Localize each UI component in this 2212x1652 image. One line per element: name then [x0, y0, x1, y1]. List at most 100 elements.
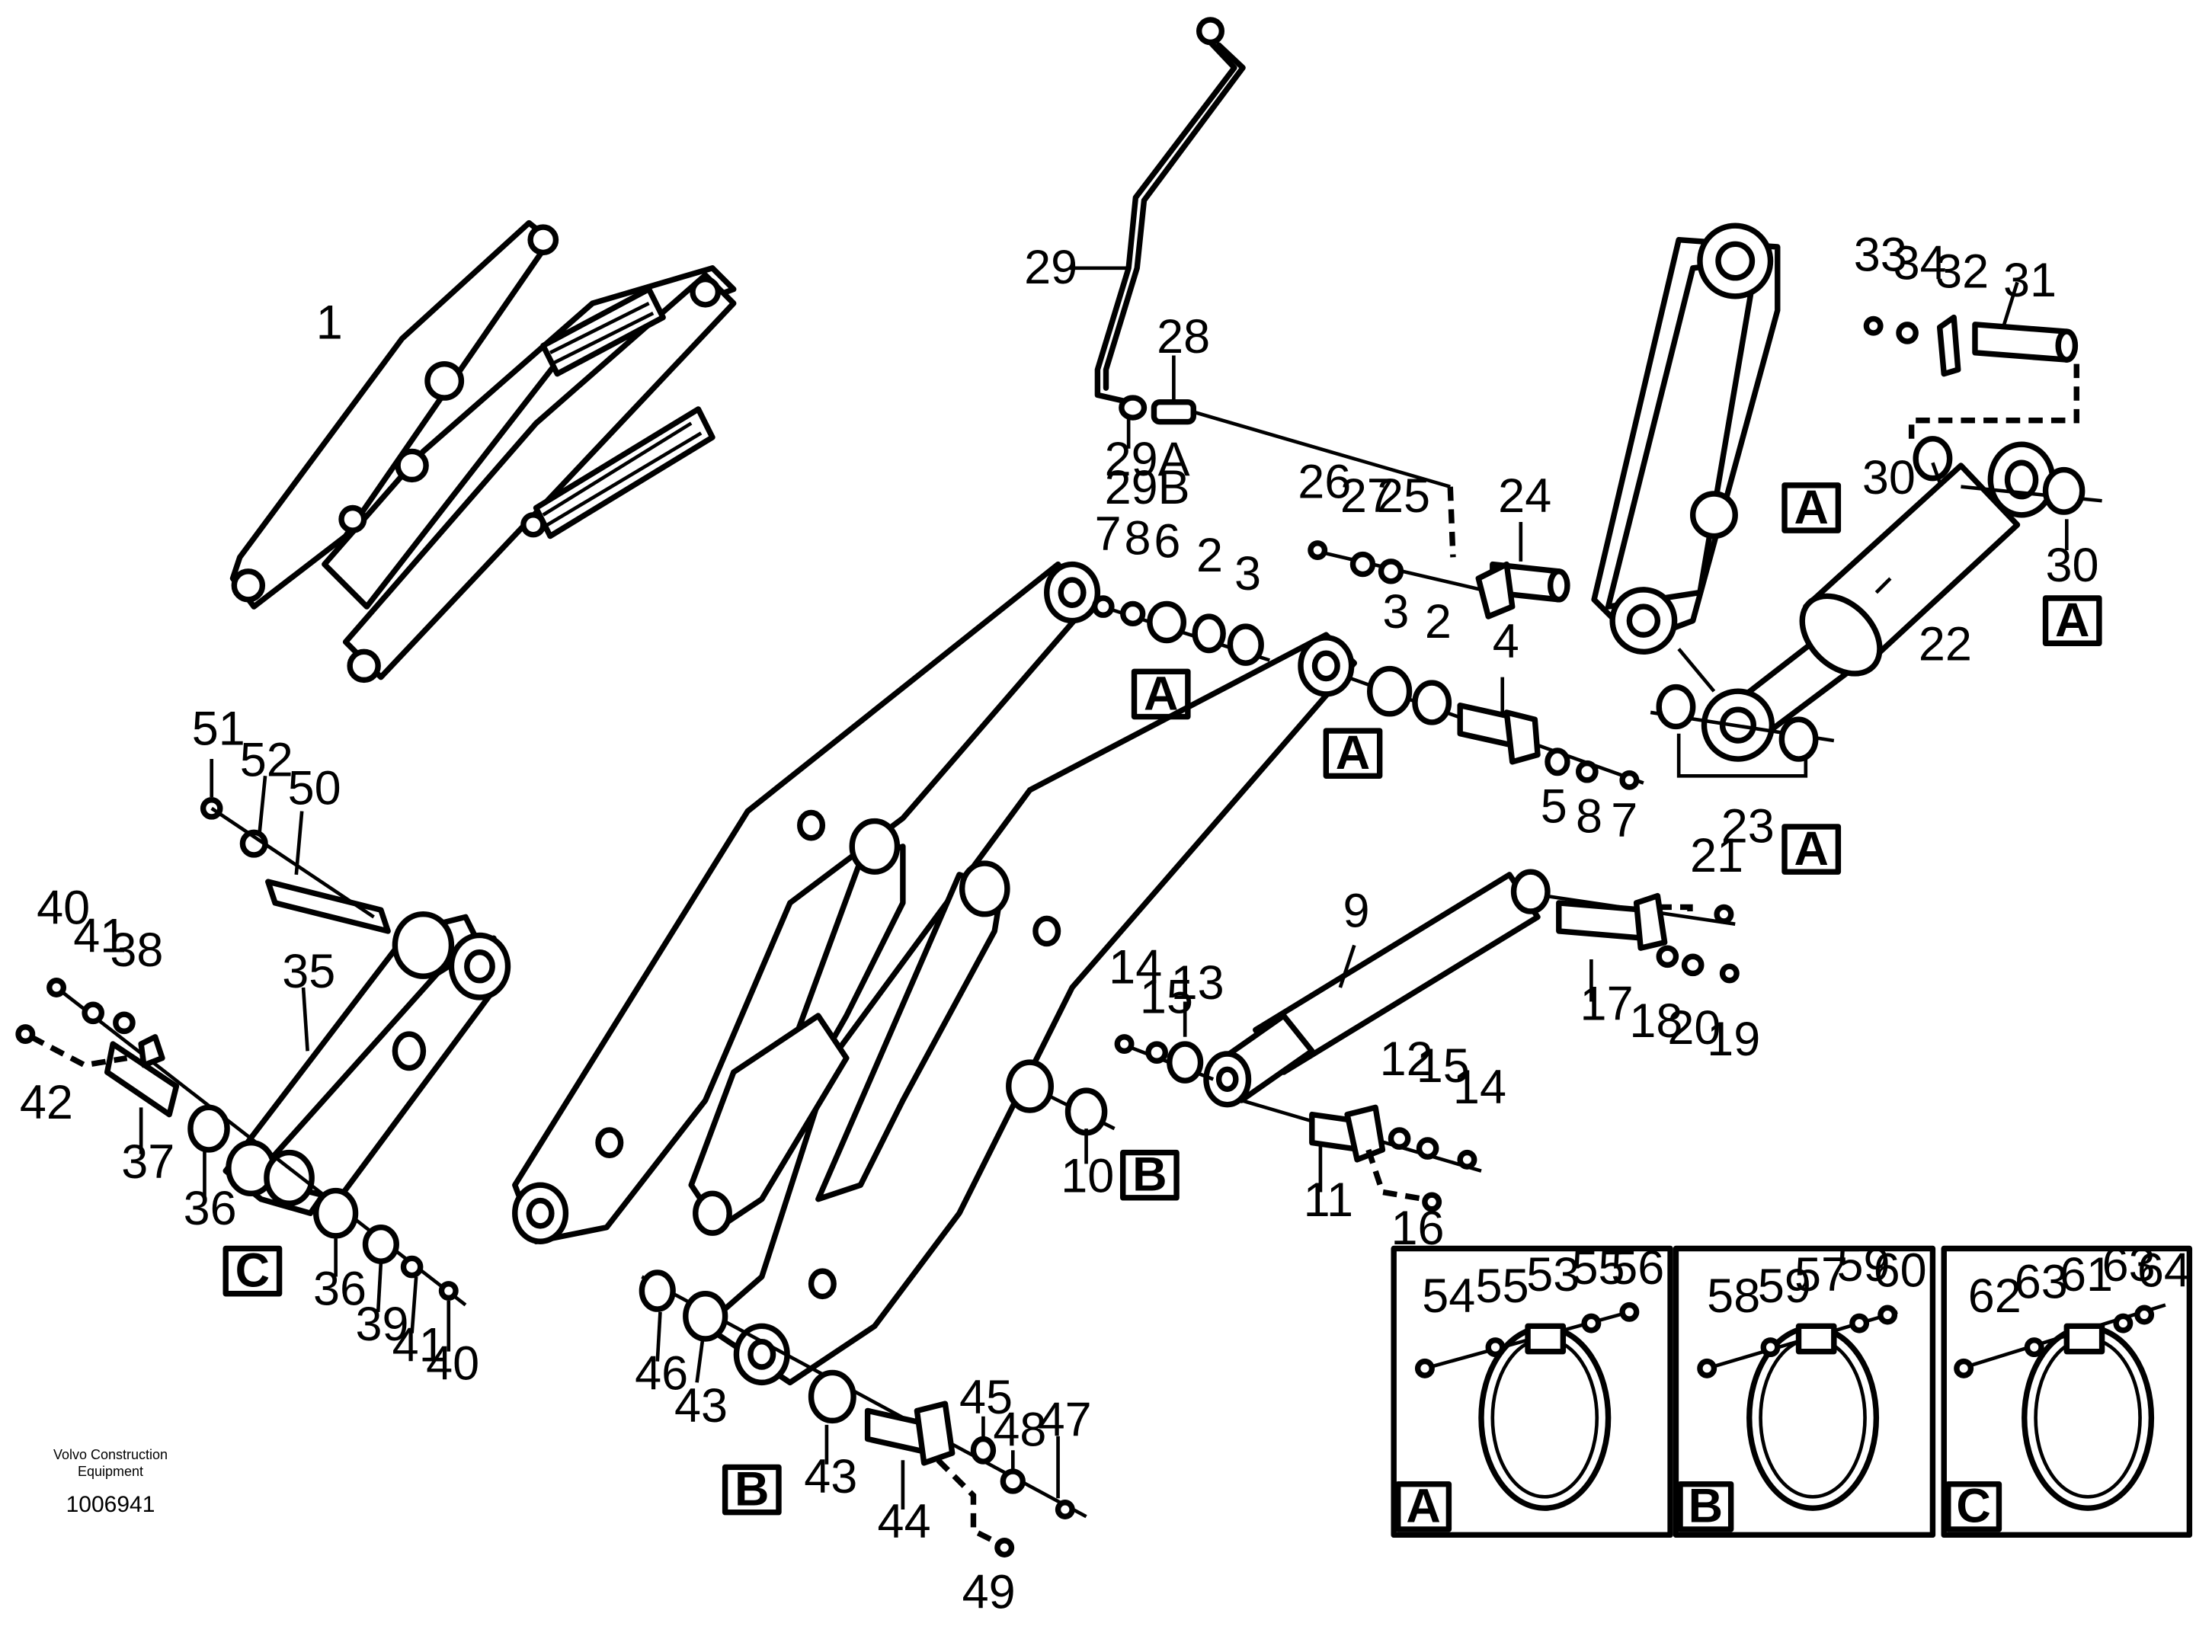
ref-box-c: C [235, 1244, 270, 1297]
company-name: Volvo Construction Equipment [53, 1447, 168, 1479]
part-label-45: 45 [959, 1371, 1013, 1424]
part-label-7: 7 [1611, 794, 1637, 847]
part-label-13: 13 [1171, 956, 1224, 1010]
part-label-55: 55 [1476, 1260, 1529, 1313]
part-label-63: 63 [2102, 1238, 2156, 1292]
part-label-59: 59 [1837, 1238, 1890, 1292]
part-label-30: 30 [2046, 539, 2099, 592]
part-label-29b: 29B [1105, 461, 1190, 514]
part-label-3: 3 [1382, 585, 1409, 639]
detail-b-label: B [1689, 1480, 1723, 1533]
part-label-1: 1 [316, 296, 343, 349]
part-label-8: 8 [1125, 512, 1151, 565]
cylinder-9-drawing [1114, 869, 1740, 1108]
part-label-36: 36 [184, 1182, 237, 1235]
part-label-61: 61 [2060, 1248, 2113, 1301]
ref-box-a: A [1336, 726, 1370, 780]
part-label-7: 7 [1095, 507, 1122, 561]
part-number-labels: 1 29 28 29A 29B 26 27 25 24 7 8 6 2 3 3 … [20, 228, 2191, 1618]
part-label-11: 11 [1304, 1173, 1353, 1227]
upper-pin-hardware-drawing [1091, 595, 1644, 790]
part-label-22: 22 [1919, 617, 1972, 671]
part-label-43: 43 [674, 1379, 728, 1433]
part-label-18: 18 [1629, 994, 1682, 1048]
part-label-44: 44 [878, 1495, 931, 1548]
part-label-41: 41 [73, 910, 126, 963]
part-label-25: 25 [1377, 469, 1430, 523]
pin-24-drawing [1308, 540, 1570, 620]
detail-frame-a-drawing [1391, 1245, 1673, 1538]
part-label-53: 53 [1526, 1248, 1580, 1301]
part-label-60: 60 [1874, 1244, 1927, 1297]
part-label-50: 50 [288, 761, 341, 815]
part-label-14: 14 [1109, 940, 1162, 994]
leader-lines [139, 266, 2069, 1510]
part-label-6: 6 [1154, 514, 1180, 568]
pin-37-drawing [15, 978, 467, 1307]
part-label-2: 2 [1196, 529, 1223, 582]
tilt-cylinder-22-drawing [1650, 436, 2102, 778]
part-label-29a: 29A [1105, 433, 1190, 486]
part-label-30: 30 [1862, 451, 1916, 504]
part-label-20: 20 [1667, 1001, 1721, 1055]
part-label-55: 55 [1571, 1241, 1625, 1295]
part-label-51: 51 [192, 703, 245, 756]
part-label-4: 4 [1493, 615, 1519, 668]
part-label-14: 14 [1453, 1061, 1506, 1114]
part-label-54: 54 [1422, 1269, 1475, 1323]
part-label-49: 49 [962, 1566, 1016, 1619]
part-label-62: 62 [1968, 1269, 2022, 1323]
part-label-33: 33 [1854, 228, 1907, 281]
part-label-19: 19 [1707, 1013, 1760, 1066]
reference-boxes: A A A A A B B C A B C [222, 481, 2102, 1533]
part-label-17: 17 [1580, 978, 1634, 1031]
part-label-58: 58 [1707, 1269, 1760, 1323]
part-label-57: 57 [1794, 1248, 1848, 1301]
part-label-32: 32 [1935, 245, 1989, 299]
pin-31-drawing [1863, 314, 2079, 440]
part-label-59: 59 [1758, 1260, 1811, 1313]
detail-frame-c-drawing [1941, 1245, 2193, 1538]
ref-box-a: A [1794, 481, 1828, 534]
part-label-41: 41 [392, 1319, 446, 1372]
upper-link-drawing [1591, 223, 1781, 693]
part-label-21: 21 [1690, 829, 1743, 882]
part-label-15: 15 [1140, 970, 1193, 1023]
part-label-43: 43 [804, 1450, 857, 1503]
pin-44-drawing [639, 1269, 1087, 1558]
part-label-48: 48 [993, 1404, 1046, 1457]
part-label-2: 2 [1425, 595, 1452, 648]
part-label-38: 38 [110, 924, 163, 977]
part-label-39: 39 [356, 1298, 409, 1351]
part-label-64: 64 [2137, 1244, 2191, 1297]
part-label-15: 15 [1417, 1039, 1470, 1093]
part-label-28: 28 [1157, 310, 1210, 363]
part-label-27: 27 [1340, 469, 1394, 523]
ref-box-a: A [2055, 594, 2089, 647]
ref-box-a: A [1144, 667, 1178, 720]
part-label-40: 40 [426, 1337, 479, 1391]
assembled-lift-arm-drawing [229, 219, 737, 684]
part-label-46: 46 [635, 1347, 688, 1401]
detail-c-label: C [1956, 1480, 1990, 1533]
main-lift-arm-drawing [512, 561, 1358, 1386]
drawing-number: 1006941 [66, 1492, 155, 1517]
part-label-29: 29 [1024, 241, 1077, 294]
part-label-24: 24 [1498, 469, 1551, 523]
part-label-3: 3 [1234, 547, 1261, 600]
link-35-drawing [200, 797, 511, 1216]
bushing-10-drawing [1006, 1059, 1116, 1136]
part-label-34: 34 [1893, 237, 1947, 290]
part-label-23: 23 [1721, 799, 1775, 853]
part-label-42: 42 [20, 1076, 73, 1129]
part-label-36: 36 [313, 1263, 367, 1316]
part-label-16: 16 [1391, 1202, 1444, 1255]
ref-box-b: B [1132, 1148, 1167, 1202]
part-label-31: 31 [2003, 254, 2057, 307]
part-label-35: 35 [282, 945, 335, 998]
part-label-10: 10 [1061, 1149, 1114, 1202]
part-label-12: 12 [1380, 1032, 1433, 1086]
part-label-9: 9 [1343, 884, 1370, 937]
